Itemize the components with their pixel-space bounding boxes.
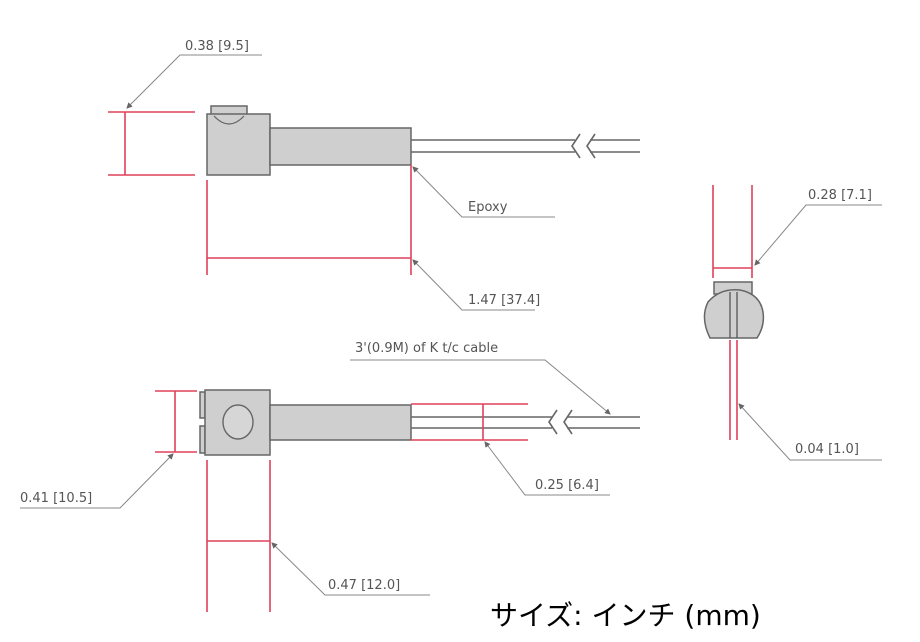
cable-spacing-label: 0.25 [6.4] [535, 478, 599, 493]
cable-wires-front [411, 416, 640, 429]
top-view: 0.38 [9.5] Epoxy 1.47 [37.4] [108, 39, 640, 311]
front-view: 3'(0.9M) of K t/c cable 0.25 [6.4] 0.41 … [20, 341, 640, 612]
break-symbol [571, 133, 596, 159]
width-dimension [712, 185, 753, 278]
mounting-hole [222, 404, 254, 440]
cable-spacing-dimension [411, 403, 528, 441]
cable-label: 3'(0.9M) of K t/c cable [355, 341, 498, 356]
tube-front [269, 404, 412, 441]
head-width-leader [271, 542, 430, 596]
break-symbol-front [548, 409, 573, 435]
sensor-tab [210, 105, 248, 114]
side-view: 0.28 [7.1] 0.04 [1.0] [703, 185, 882, 461]
length-leader [412, 259, 535, 311]
height-leader [126, 54, 262, 109]
cable-wires [411, 139, 640, 153]
cable-leader [350, 359, 611, 415]
cable-spacing-leader [484, 441, 610, 496]
width-label: 0.28 [7.1] [808, 188, 872, 203]
epoxy-label: Epoxy [468, 200, 508, 215]
epoxy-tube [269, 127, 412, 166]
side-slot [729, 292, 738, 338]
height-dimension-front [155, 390, 197, 453]
epoxy-leader [412, 166, 555, 218]
wire-leader [738, 403, 882, 461]
wire-dimension [729, 340, 738, 440]
sensor-head [206, 113, 271, 176]
height-leader-front [20, 453, 174, 509]
length-label: 1.47 [37.4] [468, 293, 540, 308]
wire-label: 0.04 [1.0] [795, 442, 859, 457]
units-note: サイズ: インチ (mm) [490, 599, 761, 632]
head-width-dimension [206, 460, 271, 612]
height-label-front: 0.41 [10.5] [20, 491, 92, 506]
height-label: 0.38 [9.5] [185, 39, 249, 54]
length-dimension-lines [206, 165, 412, 275]
width-leader [754, 204, 882, 266]
head-width-label: 0.47 [12.0] [328, 578, 400, 593]
side-body [703, 289, 765, 339]
screw-notch [213, 115, 245, 125]
height-dimension-lines [108, 111, 195, 176]
